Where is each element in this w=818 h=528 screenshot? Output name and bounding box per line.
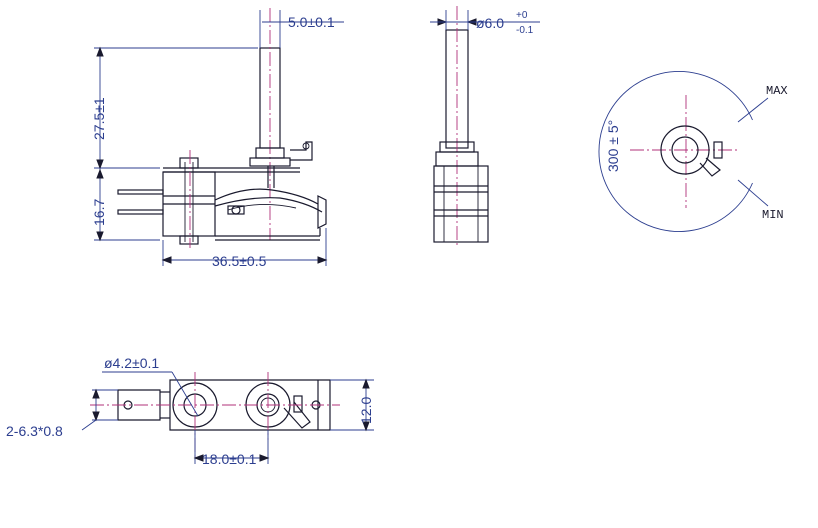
dim-terminal-spec: 2-6.3*0.8: [6, 423, 63, 439]
label-min: MIN: [762, 208, 784, 222]
front-terminal-upper: [117, 189, 164, 195]
front-dimensions: 5.0±0.1 27.5±1 16.7 36.5±0.5: [91, 10, 344, 269]
bottom-terminal: [117, 389, 161, 421]
rotation-arc: [598, 71, 753, 232]
front-view: [117, 8, 327, 248]
label-max: MAX: [766, 84, 788, 98]
bottom-view: [90, 372, 340, 460]
front-terminal-lower: [117, 209, 164, 215]
dim-body-height: 16.7: [91, 199, 107, 226]
dim-shaft-height: 27.5±1: [91, 97, 107, 140]
dim-body-length: 36.5±0.5: [212, 253, 267, 269]
bottom-dimensions: ø4.2±0.1 2-6.3*0.8 18.0±0.1 12.0: [6, 355, 374, 467]
dim-side-diameter: ø6.0: [476, 15, 504, 31]
rotation-knob-inner: [671, 136, 699, 164]
dim-shaft-diameter: 5.0±0.1: [288, 14, 335, 30]
dim-side-tol-lower: -0.1: [516, 25, 534, 36]
dim-plate-width: 12.0: [358, 397, 374, 424]
side-body: [433, 165, 489, 243]
rotation-knob-outer: [660, 125, 710, 175]
dim-hole-diameter: ø4.2±0.1: [104, 355, 159, 371]
dim-hole-spacing: 18.0±0.1: [202, 451, 257, 467]
rotation-view: MAX MIN 300 ± 5°: [598, 71, 788, 232]
dim-side-tol-upper: +0: [516, 10, 528, 21]
side-view: [433, 6, 489, 248]
side-dimensions: ø6.0 +0 -0.1: [430, 10, 540, 36]
dim-rotation-angle: 300 ± 5°: [605, 120, 621, 172]
